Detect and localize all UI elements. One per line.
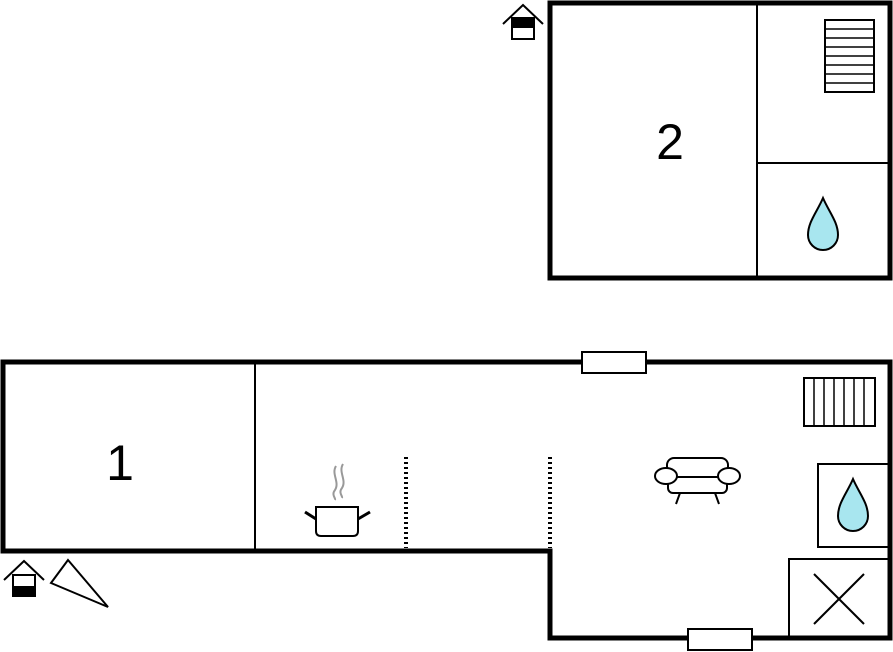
- room-number-2: 2: [656, 114, 684, 170]
- window-icon: [687, 628, 753, 651]
- bathroom-box: [817, 463, 891, 548]
- upper-floor-outer-wall: [547, 0, 893, 281]
- house-entrance-icon: [502, 3, 544, 40]
- water-drop-icon: [806, 195, 840, 251]
- cross-icon: [788, 558, 891, 639]
- room-number-1: 1: [106, 435, 134, 491]
- cooking-pot-icon: [304, 463, 371, 537]
- stairs-icon: [824, 19, 875, 93]
- window-icon: [581, 351, 647, 374]
- north-arrow-icon: [49, 558, 109, 608]
- ground-floor: 1: [0, 351, 893, 651]
- sofa-icon: [654, 457, 741, 505]
- ground-floor-outer-wall: [0, 359, 893, 641]
- stairs-icon: [803, 377, 876, 427]
- upper-floor: 2: [502, 0, 893, 281]
- water-drop-icon: [836, 476, 870, 532]
- house-entrance-icon: [3, 559, 45, 597]
